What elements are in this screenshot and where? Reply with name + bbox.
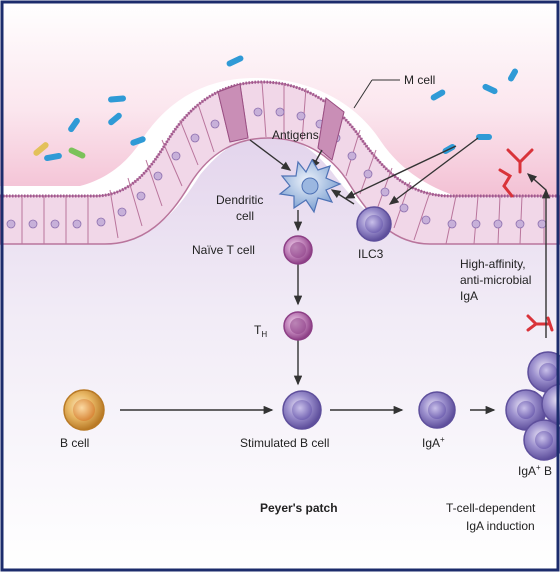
- m-cell-right: [317, 97, 345, 161]
- iga-plus-cell: [418, 391, 456, 429]
- b-cell: [63, 389, 105, 431]
- label-dendritic-cell-line2: cell: [236, 209, 254, 223]
- label-iga-plus-sup: +: [440, 435, 445, 444]
- label-th-main: T: [254, 323, 262, 337]
- label-iga-b: IgA+ B: [518, 463, 552, 478]
- label-m-cell: M cell: [404, 73, 435, 87]
- label-high-affinity-line2: anti-microbial: [460, 273, 531, 287]
- label-iga-plus: IgA+: [422, 435, 445, 450]
- label-high-affinity-line1: High-affinity,: [460, 257, 526, 271]
- bacteria: [33, 55, 518, 162]
- m-cell-leader: [353, 79, 373, 109]
- label-dendritic-cell-line1: Dendritic: [216, 193, 263, 207]
- label-iga-plus-main: IgA: [422, 436, 440, 450]
- naive-t-cell: [283, 235, 313, 265]
- intestinal-lumen: [0, 0, 560, 200]
- label-naive-t-cell: Naïve T cell: [192, 243, 255, 257]
- label-iga-b-sup: +: [536, 463, 541, 472]
- epithelium: [0, 80, 560, 245]
- label-t-dependent-line2: IgA induction: [466, 519, 535, 533]
- bacterium: [482, 83, 498, 95]
- stimulated-b-cell: [282, 390, 322, 430]
- label-antigens: Antigens: [272, 128, 319, 142]
- bacterium: [68, 147, 86, 159]
- bacterium: [226, 55, 244, 67]
- label-th: TH: [254, 323, 267, 339]
- ilc3-cell: [356, 206, 392, 242]
- label-ilc3: ILC3: [358, 247, 384, 261]
- label-stimulated-b-cell: Stimulated B cell: [240, 436, 329, 450]
- bacterium: [68, 117, 80, 133]
- dendritic-cell: [278, 158, 342, 214]
- label-th-sub: H: [261, 330, 267, 339]
- bacterium: [430, 89, 446, 101]
- bacterium: [108, 112, 122, 126]
- label-peyers-patch: Peyer's patch: [260, 501, 338, 515]
- iga-b-cell-cluster: [505, 351, 560, 461]
- th-cell: [283, 311, 313, 341]
- bacterium: [508, 68, 518, 82]
- label-iga-b-main: IgA: [518, 464, 536, 478]
- bacterium: [108, 95, 126, 103]
- m-cell-left: [217, 83, 249, 143]
- lamina-propria: [0, 135, 560, 572]
- label-high-affinity-line3: IgA: [460, 289, 478, 303]
- secreted-iga: [498, 148, 534, 198]
- bacterium: [476, 134, 492, 140]
- bacterium: [130, 136, 146, 146]
- label-iga-b-rest: B: [541, 464, 552, 478]
- bacterium: [44, 152, 62, 162]
- label-b-cell: B cell: [60, 436, 89, 450]
- bacterium: [33, 142, 49, 156]
- label-t-dependent-line1: T-cell-dependent: [446, 501, 536, 515]
